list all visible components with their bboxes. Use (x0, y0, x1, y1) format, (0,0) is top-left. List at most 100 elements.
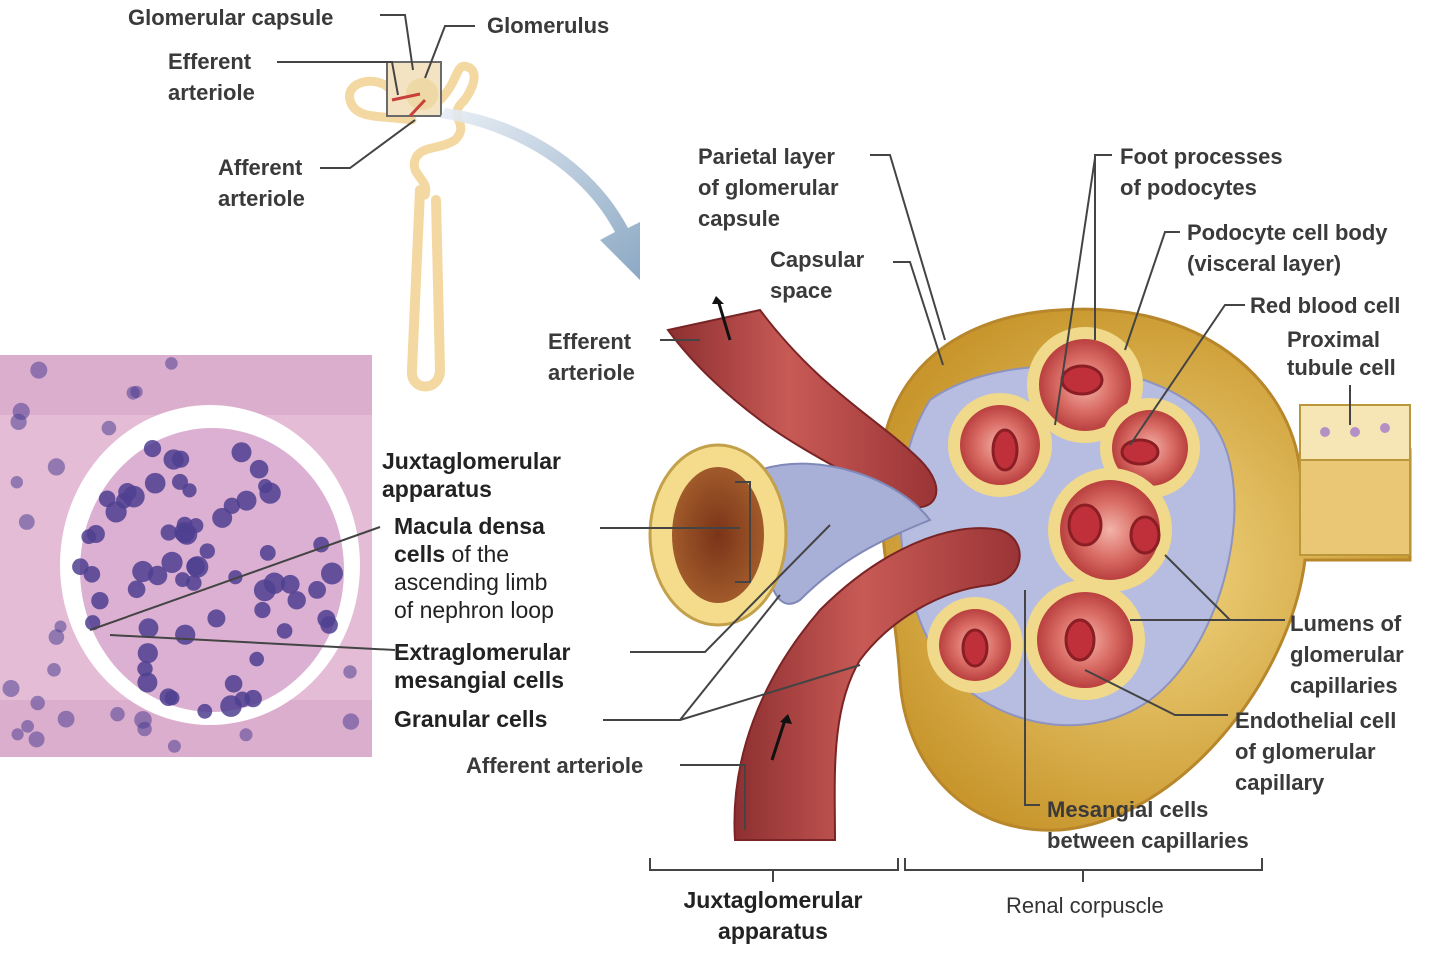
cell-nucleus (249, 459, 269, 479)
cell-nucleus (321, 562, 343, 585)
cell-nucleus (280, 574, 300, 594)
cell-nucleus (239, 728, 253, 742)
cell-nucleus (132, 560, 154, 583)
cell-nucleus (57, 710, 75, 728)
cell-nucleus (101, 420, 117, 436)
cell-nucleus (110, 707, 125, 722)
cell-nucleus (224, 675, 243, 693)
cell-nucleus (48, 629, 65, 645)
cell-nucleus (12, 402, 30, 420)
histology-micrograph (0, 355, 372, 757)
cell-nucleus (342, 713, 360, 730)
cell-nucleus (167, 739, 181, 753)
cell-nucleus (207, 609, 226, 628)
cell-nucleus (165, 357, 178, 370)
cell-nucleus (220, 695, 242, 717)
cell-nucleus (2, 680, 20, 697)
cell-nucleus (228, 570, 243, 585)
cell-nucleus (160, 524, 177, 541)
cell-nucleus (164, 690, 180, 706)
cell-nucleus (263, 572, 286, 594)
label-macula-densa: Macula densa cells of the ascending limb… (394, 513, 554, 623)
cell-nucleus (276, 623, 293, 639)
cell-nucleus (122, 485, 145, 508)
cell-nucleus (259, 545, 276, 561)
cell-nucleus (308, 581, 326, 599)
cell-nucleus (186, 556, 209, 578)
cell-nucleus (81, 529, 97, 545)
cell-nucleus (161, 551, 183, 574)
cell-nucleus (254, 601, 271, 619)
cell-nucleus (85, 615, 101, 631)
cell-nucleus (105, 501, 127, 523)
cell-nucleus (11, 728, 24, 741)
proximal-tubule (1299, 404, 1411, 556)
cell-nucleus (91, 592, 109, 610)
cell-nucleus (30, 695, 45, 711)
cell-nucleus (47, 458, 65, 476)
glomerular-capillaries (927, 327, 1200, 700)
label-red-blood-cell: Red blood cell (1250, 293, 1401, 318)
leader-lines (89, 14, 1351, 882)
cell-nucleus (21, 720, 34, 733)
cell-nucleus (137, 643, 158, 664)
cell-nucleus (258, 479, 273, 494)
label-glomerulus: Glomerulus (487, 13, 610, 38)
cell-nucleus (223, 497, 241, 514)
cell-nucleus (130, 385, 143, 399)
label-granular-cells: Granular cells (394, 706, 548, 732)
distal-tubule (648, 443, 788, 627)
cell-nucleus (236, 490, 257, 511)
cell-nucleus (47, 663, 61, 677)
cell-nucleus (10, 476, 23, 489)
cell-nucleus (137, 672, 158, 693)
nephron-thumbnail (345, 61, 479, 392)
cell-nucleus (244, 689, 262, 708)
cell-nucleus (134, 711, 152, 729)
cell-nucleus (199, 543, 215, 559)
flow-arrow-afferent (770, 719, 787, 761)
cell-nucleus (212, 507, 233, 528)
cell-nucleus (175, 524, 195, 544)
cell-nucleus (72, 558, 89, 575)
cell-nucleus (197, 703, 213, 719)
cell-nucleus (54, 620, 67, 633)
main-illustration (648, 296, 1412, 841)
cell-nucleus (138, 618, 159, 638)
cell-nucleus (343, 665, 357, 679)
label-glomerular-capsule: Glomerular capsule (128, 5, 334, 30)
cell-nucleus (231, 442, 252, 463)
cell-nucleus (137, 661, 153, 677)
cell-nucleus (320, 616, 338, 634)
cell-nucleus (18, 514, 35, 530)
cell-nucleus (28, 731, 45, 748)
cell-nucleus (172, 473, 188, 490)
cell-nucleus (30, 361, 48, 379)
zoom-arrow (440, 108, 640, 280)
cell-nucleus (143, 440, 162, 458)
label-bottom-renal-corpuscle: Renal corpuscle (1006, 893, 1164, 918)
cell-nucleus (175, 624, 196, 645)
cell-nucleus (144, 472, 166, 494)
label-podocyte-cell-body: Podocyte cell body(visceral layer) (1187, 220, 1388, 276)
cell-nucleus (127, 580, 146, 599)
cell-nucleus (287, 591, 306, 610)
cell-nucleus (249, 651, 264, 667)
cell-nucleus (163, 449, 184, 470)
cell-nucleus (185, 575, 202, 591)
afferent-arteriole-vessel (733, 527, 1021, 841)
